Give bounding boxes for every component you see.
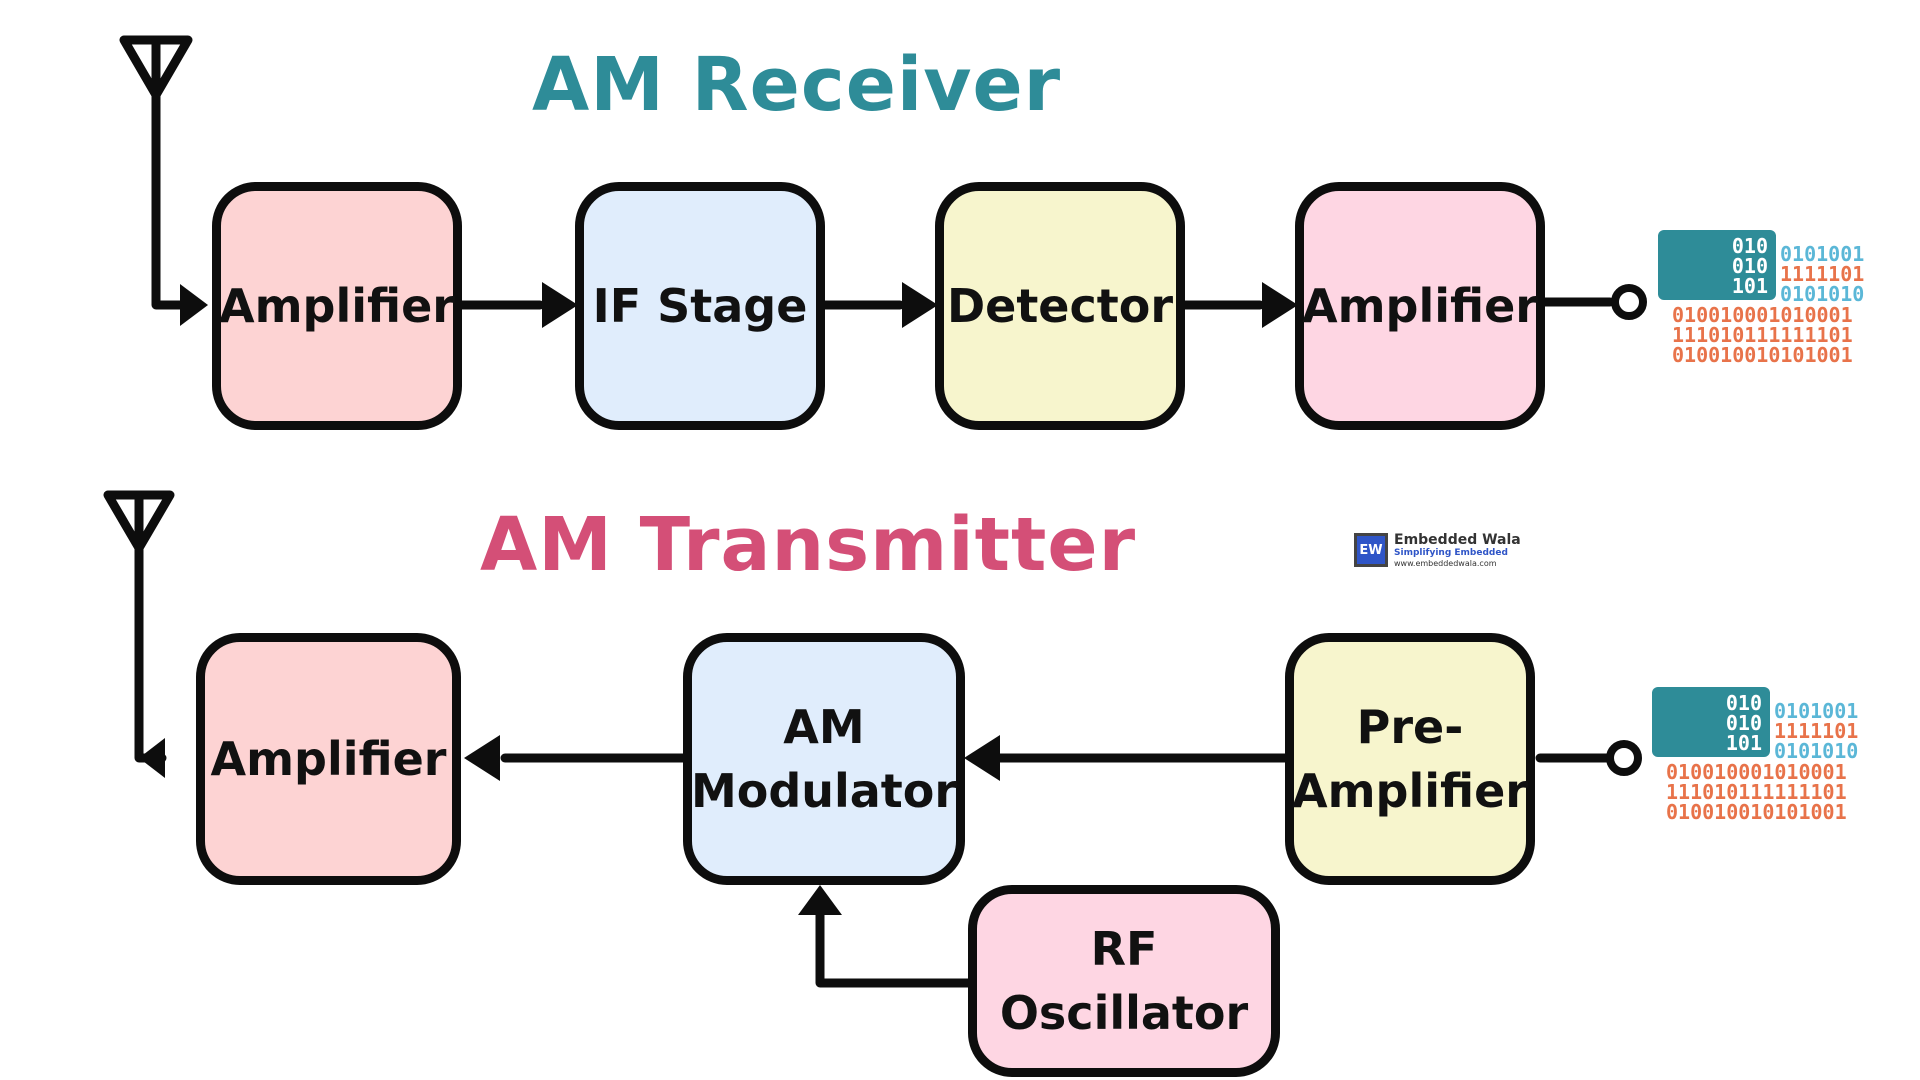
binary-data-icon: 010 010 101 0101001 1111101 0101010 0100… — [1652, 687, 1902, 822]
binary-row: 010010001010001 — [1672, 303, 1853, 327]
binary-row: 0101001 — [1780, 242, 1865, 266]
binary-box-line: 010 — [1731, 254, 1768, 278]
logo-text: Embedded Wala Simplifying Embedded www.e… — [1394, 532, 1521, 568]
block-label: Amplifier — [1302, 278, 1538, 333]
transmitter-power-amplifier-block: Amplifier — [196, 633, 461, 885]
block-label: Amplifier — [210, 731, 447, 786]
transmitter-antenna-wire — [134, 543, 167, 763]
arrow-icon — [542, 282, 578, 328]
block-label-line2: Modulator — [690, 764, 958, 818]
binary-row: 111010111111101 — [1666, 780, 1847, 804]
binary-data-icon: 010 010 101 0101001 1111101 0101010 0100… — [1658, 230, 1908, 365]
binary-box-line: 101 — [1731, 274, 1768, 298]
block-label: Detector — [946, 278, 1174, 333]
binary-box-line: 010 — [1725, 711, 1762, 735]
receiver-antenna-icon — [119, 35, 193, 100]
embedded-wala-logo: EW Embedded Wala Simplifying Embedded ww… — [1354, 525, 1534, 575]
audio-input-terminal-icon — [1606, 740, 1642, 776]
block-label-line2: Oscillator — [999, 986, 1249, 1040]
binary-row: 0101001 — [1774, 699, 1859, 723]
arrow-icon — [902, 282, 938, 328]
binary-row: 010010010101001 — [1672, 343, 1853, 367]
transmitter-am-modulator-block: AM Modulator — [683, 633, 965, 885]
binary-row: 010010010101001 — [1666, 800, 1847, 824]
arrow-icon — [798, 885, 842, 915]
block-label-line1: Pre- — [1356, 699, 1464, 754]
logo-tagline: Simplifying Embedded — [1394, 548, 1508, 559]
binary-row: 010010001010001 — [1666, 760, 1847, 784]
logo-url: www.embeddedwala.com — [1394, 558, 1497, 568]
binary-box-line: 010 — [1731, 234, 1768, 258]
receiver-antenna-wire — [151, 90, 187, 310]
arrow-icon — [964, 735, 1000, 781]
transmitter-antenna-icon — [103, 490, 175, 553]
receiver-title: AM Receiver — [532, 42, 1062, 128]
transmitter-rf-oscillator-block: RF Oscillator — [968, 885, 1280, 1077]
logo-name: Embedded Wala — [1394, 532, 1521, 549]
binary-row: 0101010 — [1780, 282, 1865, 306]
block-label-line2: Amplifier — [1292, 764, 1528, 818]
binary-row: 1111101 — [1774, 719, 1859, 743]
audio-output-terminal-icon — [1611, 284, 1647, 320]
receiver-if-stage-block: IF Stage — [575, 182, 825, 430]
block-label: Amplifier — [219, 278, 455, 333]
receiver-rf-amplifier-block: Amplifier — [212, 182, 462, 430]
receiver-detector-block: Detector — [935, 182, 1185, 430]
binary-box-line: 010 — [1725, 691, 1762, 715]
chip-icon: EW — [1354, 533, 1388, 567]
receiver-audio-amplifier-block: Amplifier — [1295, 182, 1545, 430]
block-label: IF Stage — [592, 278, 808, 333]
arrow-icon — [1262, 282, 1298, 328]
transmitter-title: AM Transmitter — [480, 502, 1137, 588]
binary-row: 111010111111101 — [1672, 323, 1853, 347]
arrow-icon — [464, 735, 500, 781]
wire-oscillator-to-modulator — [815, 905, 980, 988]
block-label-line1: RF — [1090, 921, 1158, 976]
arrow-icon — [139, 738, 165, 778]
block-label-line1: AM — [783, 699, 865, 754]
arrow-icon — [180, 284, 208, 326]
transmitter-preamplifier-block: Pre- Amplifier — [1285, 633, 1535, 885]
binary-row: 0101010 — [1774, 739, 1859, 763]
binary-box-line: 101 — [1725, 731, 1762, 755]
binary-row: 1111101 — [1780, 262, 1865, 286]
